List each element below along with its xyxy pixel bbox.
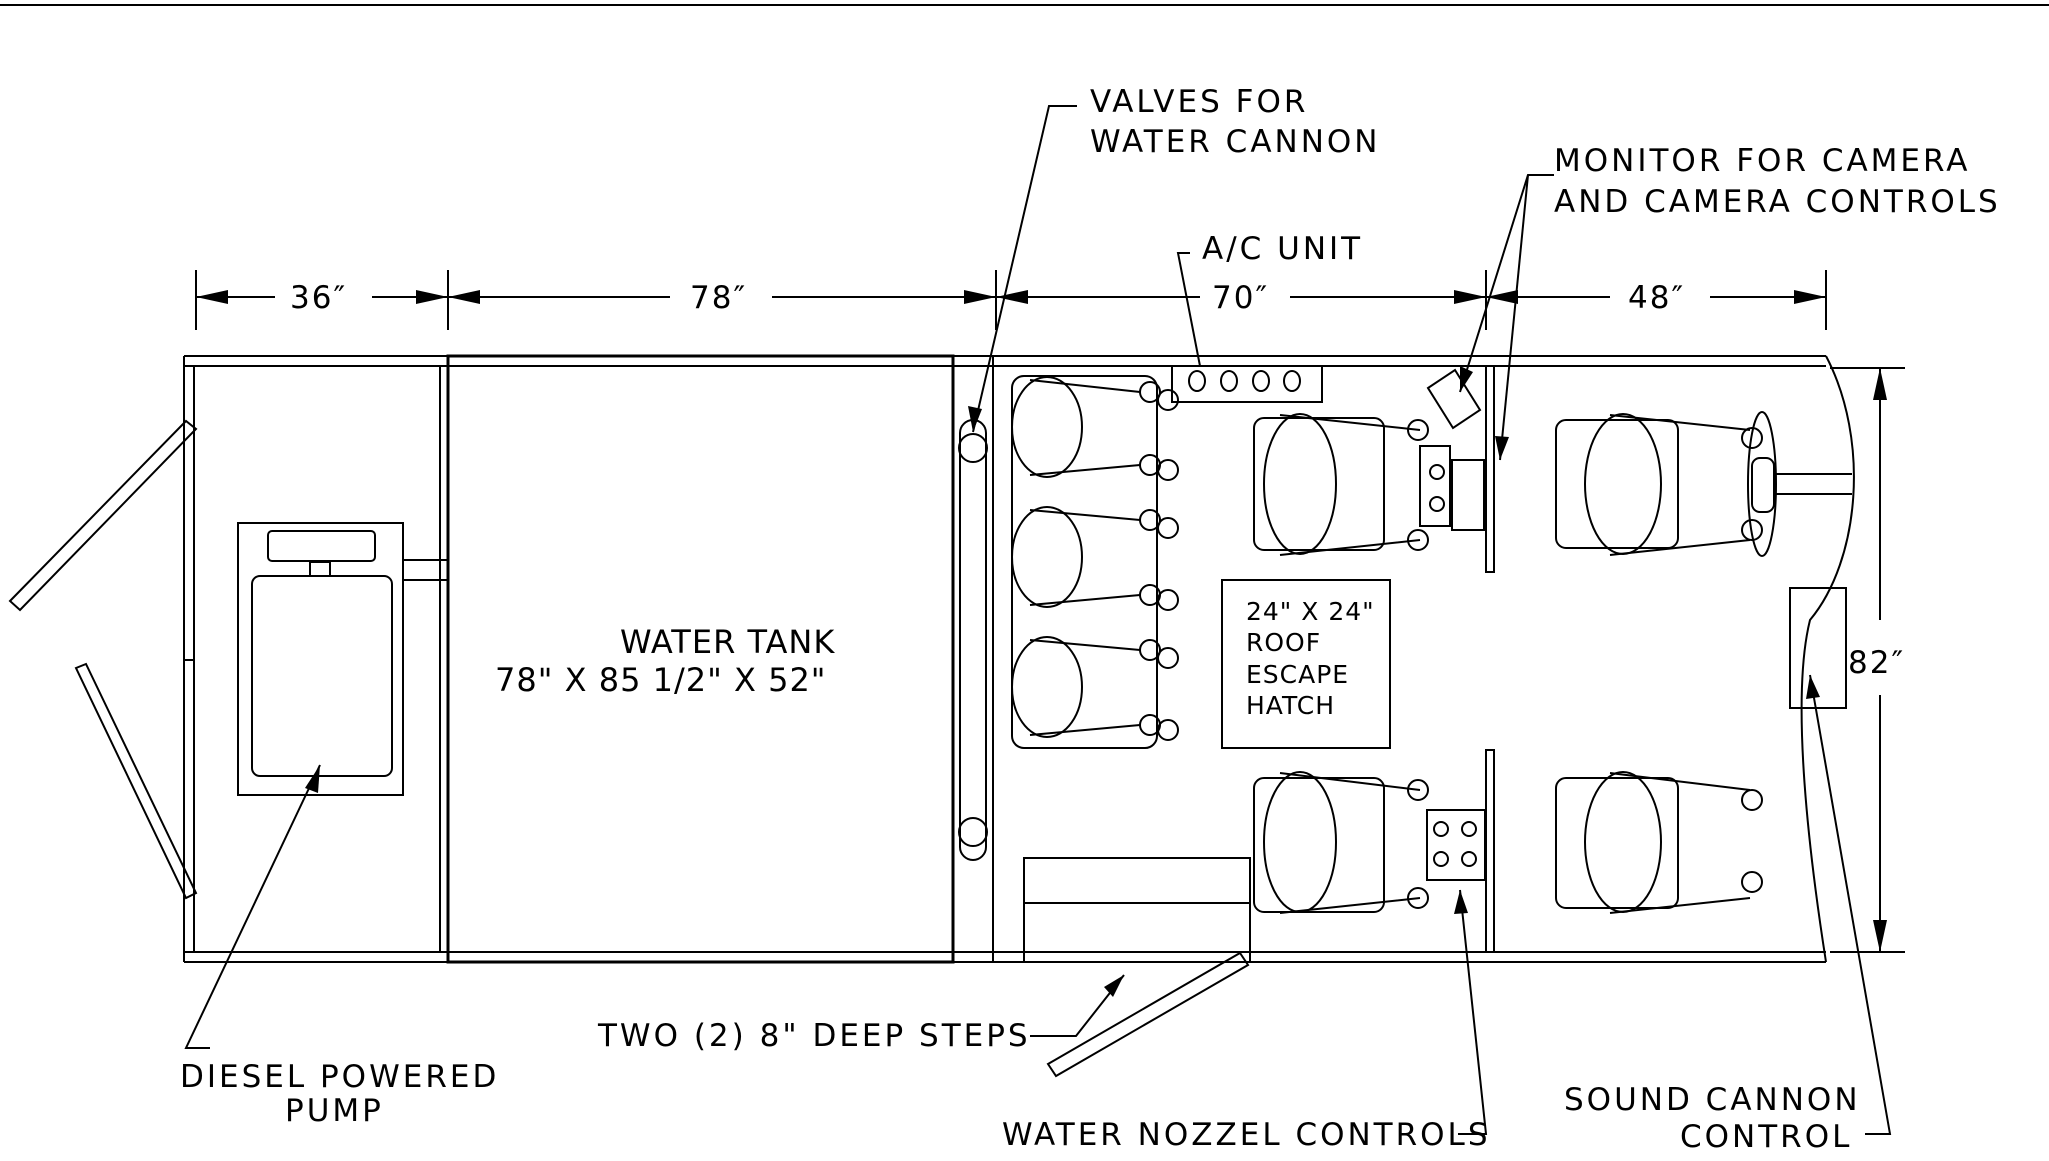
sound-label-1: SOUND CANNON: [1564, 1082, 1861, 1118]
hatch-label-3: ESCAPE: [1246, 660, 1349, 689]
operator-seat-bottom: [1253, 771, 1486, 914]
pump-label-1: DIESEL POWERED: [180, 1059, 499, 1095]
pump-label-2: PUMP: [285, 1093, 384, 1129]
dimension-arrowheads: [196, 290, 1887, 952]
monitor-label-2: AND CAMERA CONTROLS: [1554, 184, 2001, 220]
dim-70: 70″: [1212, 280, 1269, 316]
passenger-seat: [1555, 771, 1763, 914]
rear-bench: [1011, 375, 1179, 749]
nozzle-label: WATER NOZZEL CONTROLS: [1002, 1117, 1491, 1153]
entry-steps: [1023, 857, 1251, 1078]
cab-partition: [1485, 365, 1495, 953]
hatch-label-2: ROOF: [1246, 628, 1321, 657]
dimension-lines: [195, 270, 1905, 953]
sound-label-2: CONTROL: [1680, 1119, 1852, 1155]
dim-36: 36″: [290, 280, 347, 316]
sound-cannon-control-box: [1789, 587, 1847, 709]
dim-82: 82″: [1848, 645, 1905, 681]
hatch-label-4: HATCH: [1246, 691, 1335, 720]
valves-label-2: WATER CANNON: [1090, 124, 1381, 160]
driver-seat: [1555, 411, 1852, 557]
roof-escape-hatch: [1221, 579, 1391, 749]
camera-controls: [1426, 368, 1485, 531]
dim-48: 48″: [1628, 280, 1685, 316]
valves-label-1: VALVES FOR: [1090, 84, 1308, 120]
leader-arrowheads: [305, 366, 1820, 997]
water-tank-label-2: 78" X 85 1/2" X 52": [495, 661, 827, 699]
steps-label: TWO (2) 8" DEEP STEPS: [597, 1018, 1031, 1054]
water-tank-label-1: WATER TANK: [620, 623, 835, 661]
pump-compartment: [8, 365, 448, 952]
leader-lines: [184, 105, 1892, 1135]
ac-unit: [1171, 365, 1323, 403]
operator-seat-top: [1253, 413, 1451, 556]
dim-78: 78″: [690, 280, 747, 316]
ac-unit-label: A/C UNIT: [1202, 231, 1363, 267]
monitor-label-1: MONITOR FOR CAMERA: [1554, 143, 1971, 179]
bulkhead: [952, 356, 994, 962]
hatch-label-1: 24" X 24": [1246, 597, 1375, 626]
